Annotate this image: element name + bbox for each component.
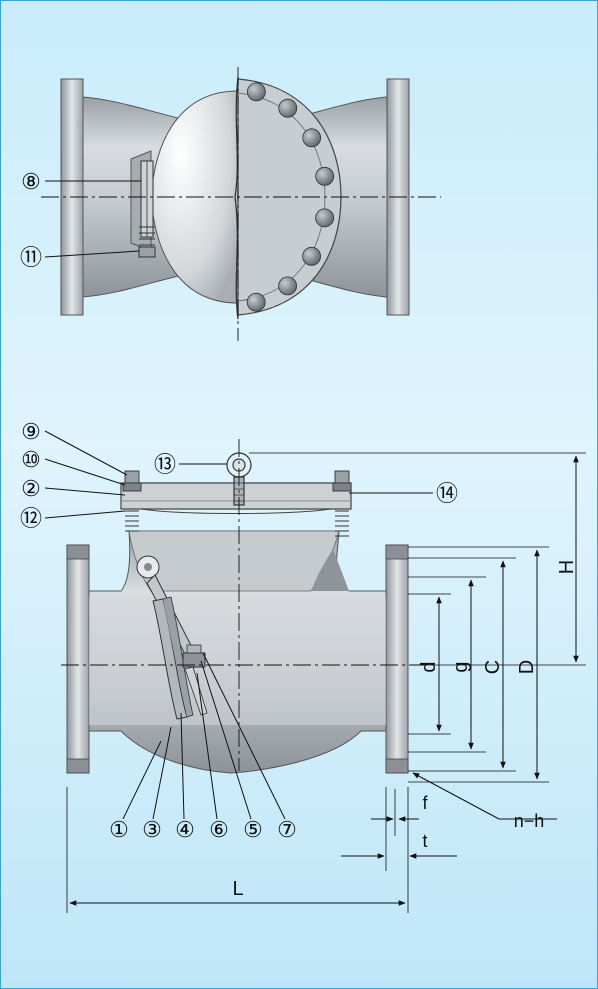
callout-13: ⑬ (154, 452, 176, 477)
top-view (41, 67, 441, 341)
dim-nh: n−h (514, 811, 545, 831)
callout-14: ⑭ (436, 481, 458, 506)
dim-f: f (422, 793, 428, 813)
dim-D: D (516, 660, 538, 674)
front-right-flange (385, 544, 409, 774)
bolt-icon (302, 246, 322, 266)
callout-2: ② (21, 476, 41, 501)
bolt-icon (315, 166, 335, 186)
callout-11: ⑪ (20, 245, 42, 270)
dim-C: C (482, 660, 504, 674)
callout-12: ⑫ (20, 506, 42, 531)
dim-t: t (422, 831, 427, 851)
dim-g: g (450, 661, 472, 672)
bolt-icon (278, 98, 298, 118)
bolt-icon (278, 276, 298, 296)
front-view (44, 430, 586, 913)
callout-8: ⑧ (21, 169, 41, 194)
callout-9: ⑨ (21, 419, 41, 444)
dim-H: H (556, 560, 578, 574)
callout-4: ④ (175, 817, 195, 842)
bolt-icon (315, 208, 335, 228)
bolt-icon (246, 82, 266, 102)
callout-10: ⑩ (21, 447, 41, 472)
bolt-icon (302, 128, 322, 148)
dim-d: d (418, 661, 440, 672)
callout-3: ③ (142, 817, 162, 842)
cover-bolts (246, 82, 335, 312)
callout-7: ⑦ (277, 817, 297, 842)
pin-nut (138, 226, 156, 258)
callout-5: ⑤ (243, 817, 263, 842)
right-cover-bolt (332, 470, 352, 537)
front-left-flange (66, 544, 90, 774)
dim-L: L (232, 878, 243, 900)
left-cover-bolt (122, 470, 142, 532)
callout-6: ⑥ (209, 817, 229, 842)
bolt-icon (246, 292, 266, 312)
callout-1: ① (109, 817, 129, 842)
